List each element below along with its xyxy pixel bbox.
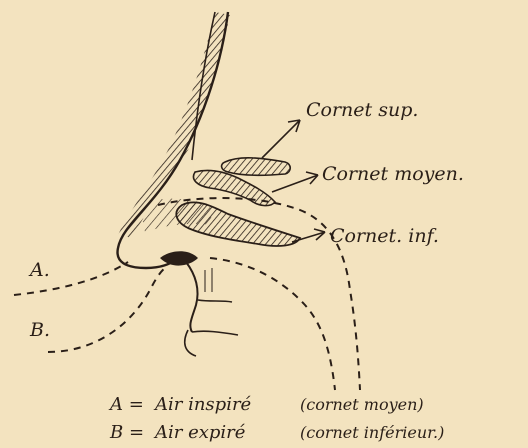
legend-b-key: B = — [109, 422, 144, 443]
label-cornet-sup: Cornet sup. — [306, 99, 418, 121]
legend-a-key: A = — [108, 394, 144, 415]
label-cornet-moyen: Cornet moyen. — [322, 163, 464, 185]
legend-a-note: (cornet moyen) — [300, 395, 424, 414]
legend-b-text: Air expiré — [153, 422, 246, 443]
label-path-a: A. — [28, 259, 50, 281]
cornet-sup-shape — [222, 158, 291, 176]
legend-a-text: Air inspiré — [153, 394, 252, 415]
label-path-b: B. — [29, 319, 50, 341]
legend-b-note: (cornet inférieur.) — [300, 423, 444, 442]
label-cornet-inf: Cornet. inf. — [330, 225, 439, 247]
